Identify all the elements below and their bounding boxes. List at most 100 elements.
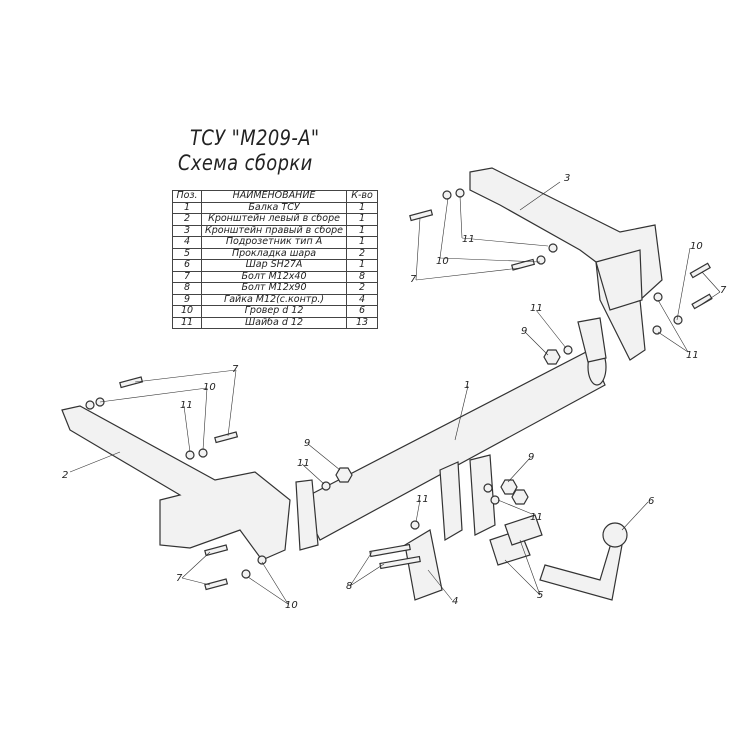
cell-pos: 5 bbox=[172, 247, 202, 260]
callout-label: 11 bbox=[530, 303, 543, 314]
cell-pos: 3 bbox=[172, 224, 202, 237]
socket-plate bbox=[404, 529, 443, 601]
cell-qty: 2 bbox=[346, 247, 379, 260]
bolt bbox=[214, 431, 239, 444]
callout-label: 11 bbox=[530, 512, 543, 523]
cell-name: Кронштейн правый в сборе bbox=[200, 224, 348, 237]
callout-label: 9 bbox=[521, 326, 527, 337]
left-bracket bbox=[61, 405, 291, 561]
cell-name: Болт М12х40 bbox=[200, 270, 348, 283]
beam-end-right bbox=[587, 348, 607, 386]
callout-label: 1 bbox=[464, 380, 470, 391]
diagram-subtitle: Схема сборки bbox=[178, 151, 313, 175]
cell-name: Болт М12х90 bbox=[200, 282, 348, 295]
cell-pos: 10 bbox=[172, 305, 202, 318]
table-header: Поз. НАИМЕНОВАНИЕ К-во bbox=[172, 190, 379, 203]
cell-qty: 1 bbox=[346, 259, 379, 272]
callout-label: 10 bbox=[436, 256, 449, 267]
callout-label: 7 bbox=[410, 274, 417, 285]
cell-name: Подрозетник тип А bbox=[200, 236, 348, 249]
cell-name: Прокладка шара bbox=[200, 247, 348, 260]
right-bracket-plate bbox=[595, 249, 643, 311]
bolt bbox=[409, 209, 434, 222]
cell-qty: 6 bbox=[346, 305, 379, 318]
tow-beam bbox=[299, 349, 606, 541]
cell-name: Шар SH27A bbox=[200, 259, 348, 272]
callout-label: 11 bbox=[180, 400, 193, 411]
cell-name: Шайба d 12 bbox=[200, 316, 348, 329]
cell-qty: 1 bbox=[346, 236, 379, 249]
right-bracket bbox=[469, 167, 663, 361]
cell-qty: 4 bbox=[346, 293, 379, 306]
callout-label: 11 bbox=[297, 458, 310, 469]
ball-pad bbox=[489, 529, 531, 566]
callout-label: 11 bbox=[416, 494, 429, 505]
callout-label: 3 bbox=[564, 173, 570, 184]
callout-label: 9 bbox=[304, 438, 310, 449]
cell-name: Балка ТСУ bbox=[200, 201, 348, 214]
header-pos: Поз. bbox=[172, 190, 202, 203]
callout-label: 10 bbox=[690, 241, 703, 252]
cell-pos: 4 bbox=[172, 236, 202, 249]
long-bolt bbox=[369, 543, 411, 558]
callout-label: 9 bbox=[528, 452, 534, 463]
callout-label: 8 bbox=[346, 581, 352, 592]
callout-label: 11 bbox=[686, 350, 699, 361]
cell-pos: 11 bbox=[172, 316, 202, 329]
callout-label: 11 bbox=[462, 234, 475, 245]
callout-label: 7 bbox=[232, 364, 239, 375]
beam-end-plate-left bbox=[295, 479, 319, 551]
cell-pos: 9 bbox=[172, 293, 202, 306]
beam-end-plate-right bbox=[577, 317, 607, 363]
cell-pos: 8 bbox=[172, 282, 202, 295]
leader-lines bbox=[69, 181, 721, 605]
callout-label: 4 bbox=[452, 596, 458, 607]
cell-qty: 8 bbox=[346, 270, 379, 283]
tow-ball bbox=[602, 522, 628, 548]
diagram-title: ТСУ "М209-А" bbox=[190, 126, 320, 150]
ball-pad bbox=[504, 514, 543, 546]
bolt bbox=[689, 262, 711, 279]
header-name: НАИМЕНОВАНИЕ bbox=[200, 190, 348, 203]
cell-qty: 2 bbox=[346, 282, 379, 295]
bolt bbox=[691, 293, 713, 310]
callout-label: 7 bbox=[720, 285, 727, 296]
mount-plate-left bbox=[439, 461, 463, 542]
cell-pos: 2 bbox=[172, 213, 202, 226]
callout-label: 7 bbox=[176, 573, 183, 584]
callout-label: 5 bbox=[537, 590, 543, 601]
cell-qty: 1 bbox=[346, 201, 379, 214]
cell-qty: 13 bbox=[346, 316, 379, 329]
bolt bbox=[511, 258, 536, 271]
cell-pos: 6 bbox=[172, 259, 202, 272]
header-qty: К-во bbox=[346, 190, 379, 203]
bolt bbox=[204, 544, 229, 557]
mount-plate-right bbox=[469, 454, 496, 536]
ball-neck bbox=[539, 539, 623, 601]
bolt bbox=[119, 376, 144, 389]
long-bolt bbox=[379, 555, 421, 570]
cell-name: Гровер d 12 bbox=[200, 305, 348, 318]
cell-qty: 1 bbox=[346, 224, 379, 237]
bolt bbox=[204, 578, 229, 591]
callout-label: 2 bbox=[62, 470, 68, 481]
callout-label: 6 bbox=[648, 496, 654, 507]
cell-name: Гайка М12(с.контр.) bbox=[200, 293, 348, 306]
cell-name: Кронштейн левый в сборе bbox=[200, 213, 348, 226]
callout-label: 10 bbox=[203, 382, 216, 393]
cell-pos: 1 bbox=[172, 201, 202, 214]
